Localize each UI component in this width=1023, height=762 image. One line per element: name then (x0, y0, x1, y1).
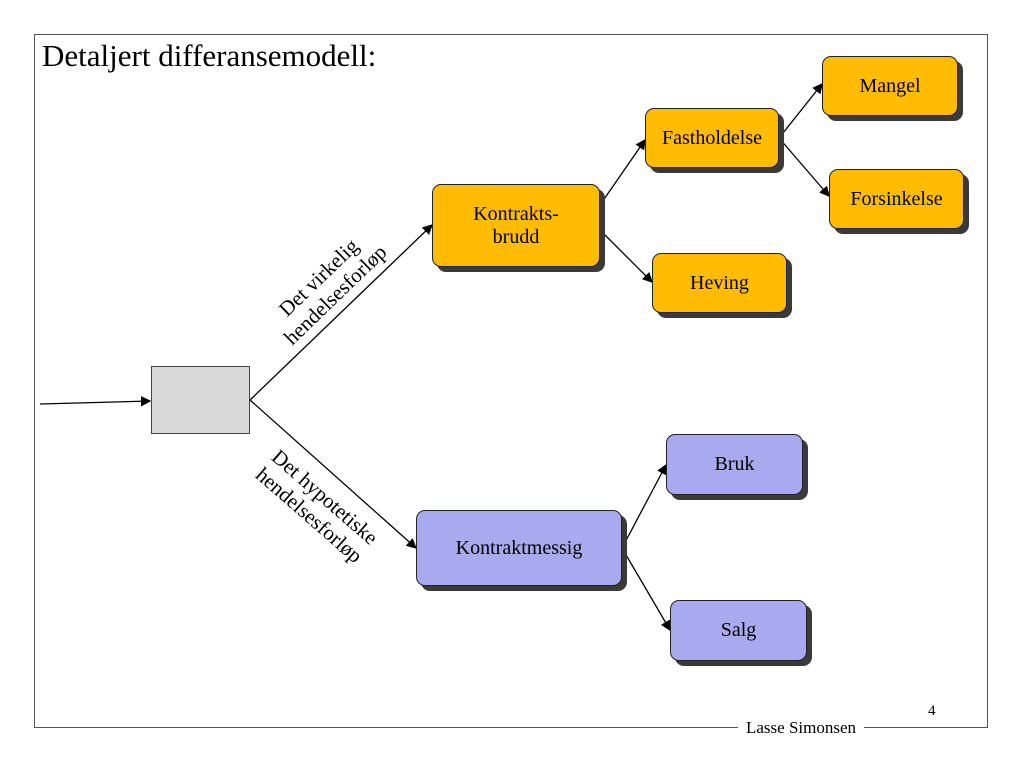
page-number: 4 (928, 703, 936, 719)
node-salg-label: Salg (720, 619, 757, 641)
arrow-to-kontraktmessig (249, 399, 417, 549)
arrow-to-fastholdelse (599, 138, 646, 206)
node-fastholdelse-label: Fastholdelse (662, 126, 762, 149)
node-kontraktsbrudd-line1: Kontrakts- (473, 202, 559, 225)
node-kontraktsbrudd-line2: brudd (492, 225, 540, 248)
slide-frame (34, 34, 988, 728)
arrow-to-mangel (778, 82, 823, 139)
node-salg: Salg (670, 600, 807, 661)
arrow-to-kontraktsbrudd (249, 224, 433, 401)
node-forsinkelse-label: Forsinkelse (850, 187, 943, 210)
node-bruk: Bruk (666, 434, 803, 495)
footer-author: Lasse Simonsen (738, 718, 865, 738)
node-heving: Heving (652, 253, 787, 313)
node-kontraktsbrudd: Kontrakts- brudd (432, 184, 600, 267)
slide-title: Detaljert differansemodell: (42, 38, 377, 73)
arrow-incoming (39, 396, 152, 407)
node-kontraktmessig-label: Kontraktmessig (455, 536, 583, 559)
arrow-to-salg (621, 547, 671, 632)
node-mangel-label: Mangel (859, 74, 921, 97)
start-box (151, 366, 250, 434)
node-forsinkelse: Forsinkelse (829, 169, 964, 229)
arrow-to-bruk (621, 463, 667, 549)
arrow-to-heving (599, 229, 653, 283)
node-mangel: Mangel (822, 56, 958, 116)
node-fastholdelse: Fastholdelse (645, 108, 779, 168)
arrow-to-forsinkelse (778, 137, 830, 197)
node-kontraktmessig: Kontraktmessig (416, 510, 622, 586)
node-bruk-label: Bruk (714, 453, 755, 475)
node-heving-label: Heving (690, 271, 749, 294)
